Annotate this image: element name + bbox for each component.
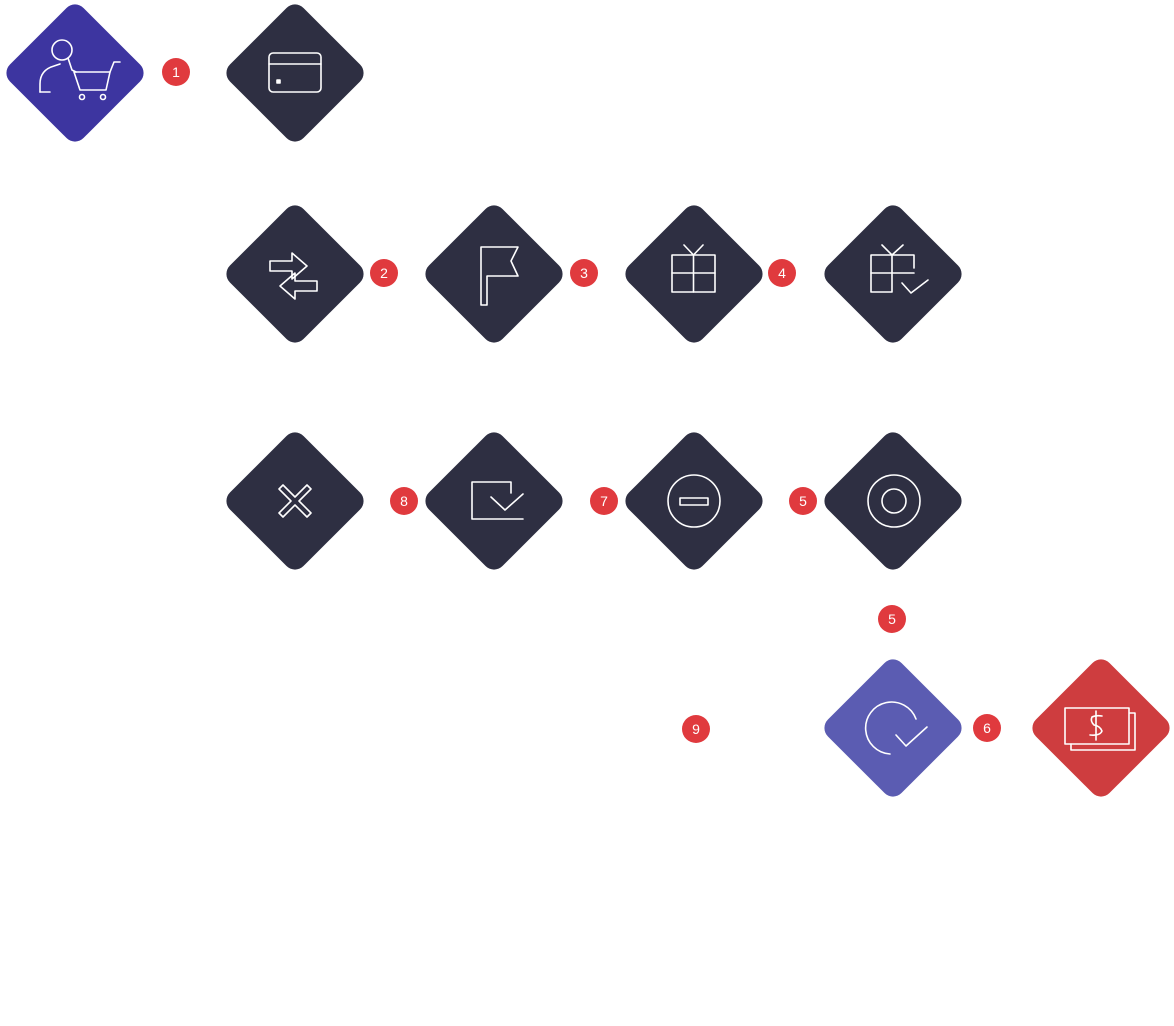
refresh-check-icon [864,701,928,755]
node-credit-card[interactable] [221,0,369,147]
user-cart-icon [39,39,121,101]
minus-circle-icon [667,474,721,528]
node-gift[interactable] [620,200,768,348]
step-badge-9: 9 [682,715,710,743]
gift-icon [671,244,716,293]
step-badge-4: 4 [768,259,796,287]
node-gift-check[interactable] [819,200,967,348]
node-refresh-check[interactable] [819,654,967,802]
step-badge-6: 6 [973,714,1001,742]
gift-check-icon [870,244,929,294]
step-badge-5: 5 [789,487,817,515]
step-badge-5-lower: 5 [878,605,906,633]
node-money[interactable] [1027,654,1174,802]
node-target[interactable] [819,427,967,575]
step-badge-8: 8 [390,487,418,515]
check-box-icon [471,481,524,520]
target-circle-icon [867,474,921,528]
close-icon [278,484,312,518]
step-badge-3: 3 [570,259,598,287]
flag-icon [480,246,519,306]
step-badge-2: 2 [370,259,398,287]
node-exchange[interactable] [221,200,369,348]
credit-card-icon [268,52,322,93]
exchange-arrows-icon [269,252,318,300]
node-close[interactable] [221,427,369,575]
money-bills-icon [1064,707,1136,751]
step-badge-1: 1 [162,58,190,86]
node-minus[interactable] [620,427,768,575]
node-user-cart[interactable] [1,0,149,147]
node-flag[interactable] [420,200,568,348]
node-check-box[interactable] [420,427,568,575]
step-badge-7: 7 [590,487,618,515]
